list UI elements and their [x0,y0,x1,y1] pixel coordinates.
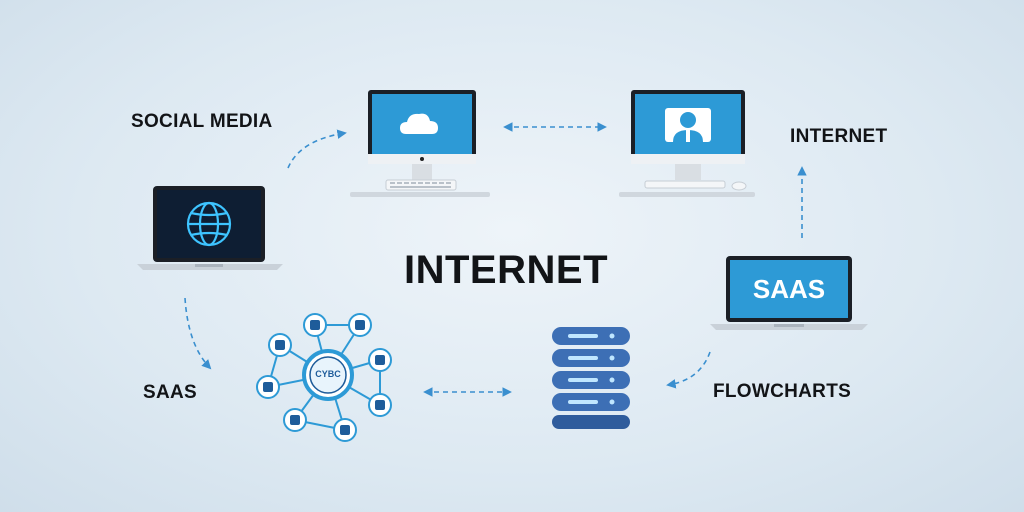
laptop-icon [710,256,868,330]
database-server-node [548,323,638,433]
arrow-laptop-to-desktop [287,129,347,169]
saas-laptop-node: SAAS [710,254,870,334]
arrow-saas-to-server [666,351,711,389]
desktop-monitor-icon [350,90,490,197]
user-icon [665,108,711,142]
desktop-cloud-node [350,88,495,200]
hub-center-label: CYBC [315,369,341,379]
desktop-user-node [615,88,760,200]
cloud-icon [400,113,438,134]
arrow-laptop-to-hub [184,297,212,370]
network-hub-icon [256,313,392,442]
globe-icon [186,201,232,247]
network-hub-node: CYBC [250,305,410,447]
saas-label-left: SAAS [143,382,197,403]
database-server-icon [552,327,630,429]
internet-center-title: INTERNET [404,248,608,292]
desktop-monitor-icon [619,90,755,197]
internet-label-right: INTERNET [790,126,888,147]
saas-screen-label: SAAS [752,273,826,304]
flowcharts-label: FLOWCHARTS [713,381,852,402]
laptop-icon [137,186,283,270]
social-media-label: SOCIAL MEDIA [131,111,273,132]
laptop-globe-node [135,184,285,276]
